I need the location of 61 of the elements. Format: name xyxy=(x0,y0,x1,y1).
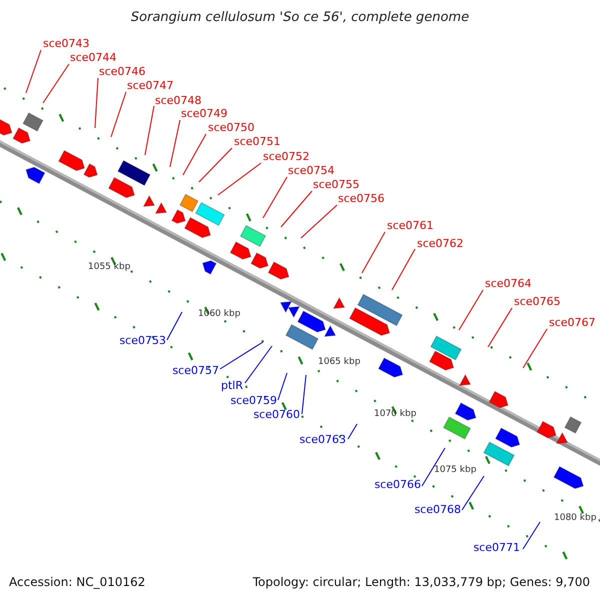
scale-label: 1075 kbp xyxy=(434,466,476,475)
leader-line xyxy=(392,248,416,290)
gene-label: sce0751 xyxy=(234,136,281,147)
leader-line xyxy=(458,290,484,330)
leader-line xyxy=(182,134,206,176)
leader-line xyxy=(110,92,126,138)
leader-line xyxy=(166,312,182,340)
gene-label: sce0747 xyxy=(127,80,174,91)
leader-line xyxy=(220,342,264,370)
leader-line xyxy=(488,308,512,348)
leader-line xyxy=(522,522,540,550)
leader-line xyxy=(262,176,288,218)
leader-line xyxy=(280,190,312,228)
gene-label: sce0761 xyxy=(387,220,434,231)
leader-line xyxy=(302,374,306,414)
gene-label: sce0746 xyxy=(99,66,146,77)
leader-line xyxy=(218,162,262,196)
gene-label: sce0754 xyxy=(288,165,335,176)
gene-label: sce0762 xyxy=(417,238,464,249)
leader-line xyxy=(144,106,154,156)
title: Sorangium cellulosum 'So ce 56', complete genome xyxy=(130,11,470,24)
gene-label: sce0759 xyxy=(230,395,277,406)
accession-text: Accession: NC_010162 xyxy=(9,576,146,588)
gene-label: sce0744 xyxy=(70,52,117,63)
leader-line xyxy=(94,78,98,128)
gene-label: sce0766 xyxy=(374,479,421,490)
scale-label: 1080 kbp xyxy=(554,514,596,523)
gene-label: sce0763 xyxy=(299,434,346,445)
gene-label: sce0768 xyxy=(414,504,461,515)
leader-line xyxy=(362,232,386,274)
leader-line xyxy=(42,64,70,104)
leader-line xyxy=(422,448,446,486)
gene-label: sce0743 xyxy=(43,38,90,49)
gene-label: ptlR xyxy=(221,380,243,391)
gene-label: sce0757 xyxy=(172,365,219,376)
scale-label: 1070 kbp xyxy=(374,410,416,419)
genome-info-text: Topology: circular; Length: 13,033,779 bp; Genes: 9,700 xyxy=(252,576,590,588)
gene-label: sce0755 xyxy=(313,179,360,190)
gene-label: sce0752 xyxy=(263,151,310,162)
leader-line xyxy=(170,120,180,168)
leader-line xyxy=(522,328,548,368)
leader-line xyxy=(300,204,338,238)
leader-line xyxy=(244,346,272,384)
scale-label: 1060 kbp xyxy=(198,310,240,319)
gene-label: sce0756 xyxy=(338,193,385,204)
gene-label: sce0753 xyxy=(119,335,166,346)
gene-label: sce0765 xyxy=(514,296,561,307)
gene-label: sce0767 xyxy=(549,317,596,328)
leader-line xyxy=(278,372,288,400)
gene-label: sce0749 xyxy=(181,108,228,119)
gene-label: sce0760 xyxy=(253,409,300,420)
leader-line xyxy=(462,476,484,510)
scale-label: 1065 kbp xyxy=(318,358,360,367)
gene-label: sce0771 xyxy=(473,542,520,553)
scale-label: 1055 kbp xyxy=(88,263,130,272)
leader-line xyxy=(348,424,358,440)
gene-label: sce0750 xyxy=(208,122,255,133)
gene-label: sce0748 xyxy=(155,95,202,106)
leader-line xyxy=(198,148,232,182)
gene-label: sce0764 xyxy=(485,278,532,289)
leader-line xyxy=(26,50,42,94)
